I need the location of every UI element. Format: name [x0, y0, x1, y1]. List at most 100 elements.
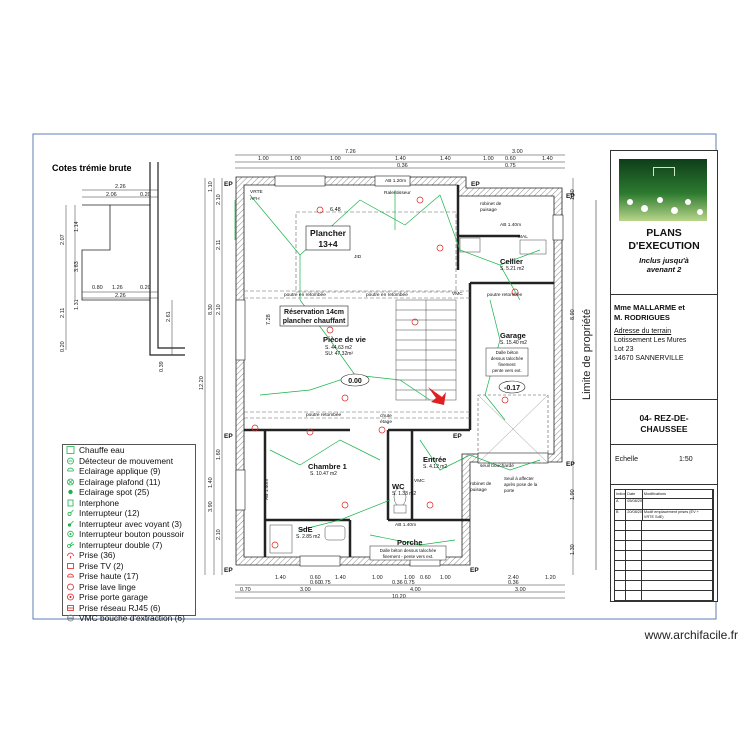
legend-item: Détecteur de mouvement: [63, 456, 195, 467]
legend-item: Interrupteur double (7): [63, 540, 195, 551]
legend-item-label: Eclairage spot (25): [79, 487, 150, 498]
dim-728: 7.28: [266, 314, 272, 325]
dim-bottom: 1.40: [335, 575, 346, 581]
mal-label: MAL: [518, 234, 528, 240]
legend-item: Prise lave linge: [63, 582, 195, 593]
revision-empty-row: [614, 581, 714, 591]
wc-area: S. 1.33 m2: [392, 491, 416, 497]
trim-dim: 2.07: [60, 234, 66, 245]
ep-label: EP: [566, 193, 575, 200]
trim-detail: Cotes trémie brute 2.26 2.06 0.20 1.14 2…: [52, 162, 185, 372]
garage-area: S. 15.40 m2: [500, 340, 527, 346]
dim-top: 1.40: [395, 156, 406, 162]
legend-item-label: Prise réseau RJ45 (6): [79, 602, 161, 613]
sheet-name-1: 04- REZ-DE-: [639, 413, 689, 423]
trim-title: Cotes trémie brute: [52, 163, 132, 173]
dim-top: 0.60: [505, 156, 516, 162]
trim-dim: 0.20: [140, 192, 151, 198]
legend-item-label: Prise haute (17): [79, 571, 139, 582]
revision-cell: B: [615, 510, 627, 520]
ep-label: EP: [471, 181, 480, 188]
legend-item-label: Interphone: [79, 497, 120, 508]
ep-label: EP: [470, 567, 479, 574]
title-block: PLANS D'EXECUTION Inclus jusqu'à avenant…: [610, 150, 718, 602]
dim-top: 3.00: [512, 149, 523, 155]
dim-right: 1.30: [570, 544, 576, 555]
address-line-1: Lotissement Les Mures: [614, 337, 687, 344]
switch-icon: [66, 509, 75, 517]
dim-right: 1.90: [570, 489, 576, 500]
red-markers: [251, 196, 519, 549]
beam-label: poutre retombée: [487, 292, 523, 298]
wall-light-icon: [66, 467, 75, 475]
ab-label: AB 1.20m: [385, 178, 406, 184]
dim-bottom: 1.00: [404, 575, 415, 581]
dim-top: 1.00: [258, 156, 269, 162]
ab-label: AB 1.40m: [395, 522, 416, 528]
trim-dim: 0.39: [159, 361, 165, 372]
rj45-icon: [66, 604, 75, 612]
piece-de-vie-su: SU: 47.32m²: [325, 351, 353, 357]
revision-table: IndiceDateModificationsA05/08/2022B20/08…: [614, 489, 714, 601]
trim-dim: 0.80: [92, 285, 103, 291]
revision-empty-row: [614, 591, 714, 601]
dim-left: 2.11: [216, 240, 222, 250]
sde-name: SdE: [298, 525, 313, 534]
dim-left: 1.40: [208, 477, 214, 488]
legend-item-label: Eclairage applique (9): [79, 466, 161, 477]
entree-area: S. 4.12 m2: [423, 464, 447, 470]
chambre-area: S. 10.47 m2: [310, 471, 337, 477]
jid-label: JID: [354, 254, 362, 260]
spot-light-icon: [66, 488, 75, 496]
legend-item: Interrupteur bouton poussoir: [63, 529, 195, 540]
trim-dim: 3.63: [74, 261, 80, 272]
revision-cell: A: [615, 499, 627, 509]
dim-top: 0.36: [397, 163, 408, 169]
legend-item: Eclairage plafond (11): [63, 477, 195, 488]
vmc-label: VMC: [414, 478, 425, 484]
revision-empty-row: [614, 521, 714, 531]
legend-item-label: Prise TV (2): [79, 560, 124, 571]
revision-cell: 20/08/2022: [626, 510, 643, 520]
dim-bottom: 2.40: [508, 575, 519, 581]
switch-led-icon: [66, 520, 75, 528]
garage-name: Garage: [500, 331, 526, 340]
revision-empty-row: [614, 551, 714, 561]
property-limit-label: Limite de propriété: [581, 309, 593, 400]
revision-empty-row: [614, 531, 714, 541]
dim-top: 1.40: [440, 156, 451, 162]
title-subtitle-1: Inclus jusqu'à: [639, 256, 689, 265]
sde-area: S. 2.85 m2: [296, 534, 320, 540]
trim-dim: 1.26: [112, 285, 123, 291]
garage-outlet-icon: [66, 593, 75, 601]
dim-bottom: 0.36: [508, 580, 519, 586]
cellier-area: S. 5.21 m2: [500, 266, 524, 272]
trim-dim: 2.11: [60, 308, 66, 318]
title-heading-2: D'EXECUTION: [628, 240, 700, 252]
legend-item: Interrupteur avec voyant (3): [63, 519, 195, 530]
garage-level: -0.17: [504, 385, 520, 392]
outlet-icon: [66, 551, 75, 559]
legend-item-label: Prise (36): [79, 550, 116, 561]
revision-header-cell: Indice: [616, 490, 627, 498]
ep-label: EP: [224, 181, 233, 188]
legend-item: Prise haute (17): [63, 571, 195, 582]
dim-bottom: 0.70: [240, 587, 251, 593]
dim-top: 1.00: [330, 156, 341, 162]
staircase: [395, 299, 457, 401]
dim-bottom: 0.75: [404, 580, 415, 586]
dim-bottom: 0.60: [420, 575, 431, 581]
tv-outlet-icon: [66, 562, 75, 570]
title-heading-1: PLANS: [646, 227, 682, 239]
trim-dim: 2.26: [115, 184, 126, 190]
trim-dim: 0.20: [140, 285, 151, 291]
push-button-icon: [66, 530, 75, 538]
title-block-image: [619, 159, 707, 221]
cellier-name: Cellier: [500, 257, 523, 266]
